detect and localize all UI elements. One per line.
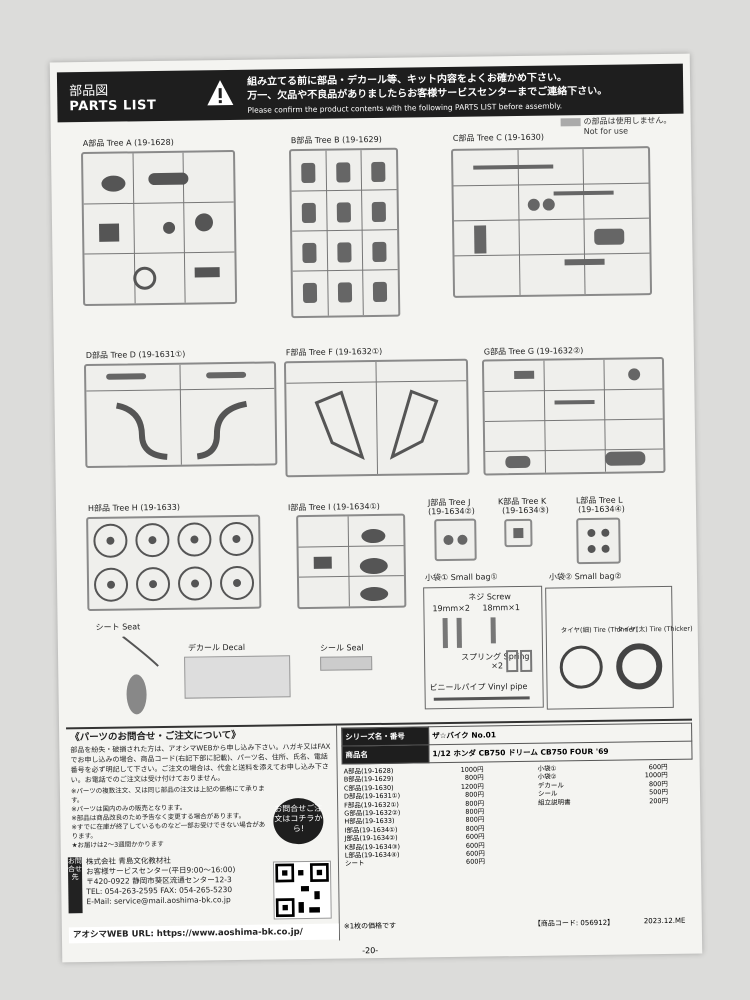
bag1-box: ネジ Screw 19mm×2 18mm×1 スプリング Spring ×2 ビ…: [423, 585, 544, 710]
price-item-value: 600円: [465, 841, 485, 850]
not-for-use-en: Not for use: [583, 126, 629, 137]
tree-g-diagram: [481, 356, 666, 476]
price-item-value: 800円: [648, 779, 668, 789]
price-item-name: シール: [537, 789, 558, 798]
company-block: 株式会社 青島文化教材社 お客様サービスセンター(平日9:00～16:00) 〒…: [86, 855, 236, 907]
price-item-value: 800円: [465, 790, 485, 800]
tree-f-diagram: [283, 358, 470, 478]
tree-d-label: D部品 Tree D (19-1631①): [85, 349, 186, 361]
seat-label: シート Seat: [95, 622, 141, 632]
price-item-value: 800円: [465, 815, 485, 825]
tree-d-diagram: [83, 361, 278, 469]
price-item-name: L部品(19-1634④): [344, 850, 400, 860]
price-item-name: デカール: [537, 781, 564, 790]
product-value: 1/12 ホンダ CB750 ドリーム CB750 FOUR '69: [428, 741, 693, 763]
price-item-value: 1200円: [460, 782, 484, 791]
bag2-box: タイヤ(細) Tire (Thinner) タイヤ(太) Tire (Thick…: [545, 585, 693, 710]
tires-drawing: [559, 643, 663, 690]
bag1-label: 小袋① Small bag①: [424, 572, 498, 583]
price-item-name: 組立説明書: [538, 797, 571, 807]
tree-h-diagram: [86, 514, 262, 612]
page-number: -20-: [362, 946, 379, 956]
tree-g-label: G部品 Tree G (19-1632②): [483, 346, 584, 357]
company-email: E-Mail: service@mail.aoshima-bk.co.jp: [86, 895, 231, 907]
vinyl-pipe-label: ビニールパイプ Vinyl pipe: [429, 681, 528, 693]
tree-i-diagram: [296, 513, 407, 610]
bottom-section: 《パーツのお問合せ・ご注文について》 部品を紛失・破損された方は、アオシマWEB…: [66, 718, 696, 945]
product-label: 商品名: [341, 744, 430, 764]
price-item-name: シート: [344, 859, 365, 868]
seat-drawing: [122, 635, 159, 715]
grey-swatch: [560, 117, 581, 126]
price-item-value: 600円: [465, 832, 485, 842]
header-title-jp: 部品図: [69, 83, 109, 100]
print-date: 2023.12.ME: [643, 916, 686, 926]
screws-drawing: [442, 617, 496, 649]
contact-tag: お問合せ先: [67, 857, 83, 914]
spring-qty: ×2: [491, 661, 504, 671]
price-note: ※1枚の価格です: [343, 921, 397, 931]
price-row: 組立説明書 200円: [538, 797, 668, 807]
tire-thick-label: タイヤ(太) Tire (Thicker): [616, 624, 693, 634]
tree-j-diagram: [434, 518, 477, 562]
decal-label: デカール Decal: [187, 642, 246, 653]
contact-panel: 《パーツのお問合せ・ご注文について》 部品を紛失・破損された方は、アオシマWEB…: [66, 725, 341, 945]
price-item-value: 600円: [465, 849, 485, 858]
price-item-value: 500円: [649, 788, 669, 797]
price-item-value: 600円: [465, 857, 486, 867]
tree-i-label: I部品 Tree I (19-1634①): [287, 501, 380, 513]
price-footer: ※1枚の価格です 【商品コード: 056912】 2023.12.ME: [344, 917, 695, 932]
tree-k-code: (19-1634③): [501, 505, 549, 516]
tree-b-label: B部品 Tree B (19-1629): [290, 134, 382, 146]
tree-k-diagram: [504, 518, 533, 548]
instruction-sheet: 部品図 PARTS LIST 組み立てる前に部品・デカール等、キット内容をよくお…: [49, 53, 703, 963]
screw-label: ネジ Screw: [468, 592, 511, 602]
not-for-use-legend: の部品は使用しません。 Not for use: [560, 115, 672, 138]
price-item-value: 200円: [649, 796, 669, 805]
screw-19mm: 19mm×2: [432, 603, 471, 614]
parts-list-header: 部品図 PARTS LIST 組み立てる前に部品・デカール等、キット内容をよくお…: [56, 63, 684, 123]
tree-h-label: H部品 Tree H (19-1633): [87, 502, 181, 514]
warning-icon: [207, 80, 234, 106]
not-for-use-jp: の部品は使用しません。: [583, 115, 672, 127]
price-item-value: 800円: [465, 807, 485, 816]
tree-c-label: C部品 Tree C (19-1630): [452, 132, 545, 143]
tree-f-label: F部品 Tree F (19-1632①): [285, 346, 383, 358]
decal-sheet: [184, 655, 291, 699]
tree-a-diagram: [81, 149, 238, 307]
tree-c-diagram: [450, 146, 653, 298]
tree-b-diagram: [288, 147, 401, 319]
price-item-name: 小袋②: [537, 772, 557, 782]
product-code: 【商品コード: 056912】: [533, 918, 615, 928]
price-item-value: 1000円: [644, 771, 668, 780]
tree-l-diagram: [576, 517, 621, 565]
price-item-value: 800円: [464, 773, 484, 783]
tree-j-code: (19-1634②): [427, 506, 475, 517]
delivery-note: ★お届けは2～3週間かかります: [71, 839, 164, 850]
web-url[interactable]: アオシマWEB URL: https://www.aoshima-bk.co.j…: [68, 923, 340, 944]
screw-18mm: 18mm×1: [482, 603, 521, 613]
bag2-label: 小袋② Small bag②: [548, 571, 622, 582]
seal-sheet: [320, 656, 373, 671]
tree-l-code: (19-1634④): [577, 504, 625, 515]
tree-a-label: A部品 Tree A (19-1628): [82, 137, 174, 149]
price-item-value: 800円: [465, 799, 485, 808]
price-item-value: 600円: [648, 762, 668, 772]
seal-label: シール Seal: [319, 643, 364, 653]
vinyl-pipe-drawing: [433, 696, 530, 701]
inquiry-bubble: お問合せご注文はコチラから!: [273, 797, 324, 845]
price-item-value: 1000円: [460, 765, 484, 774]
qr-code[interactable]: [272, 860, 332, 920]
contact-body: 部品を紛失・破損された方は、アオシマWEBから申し込み下さい。ハガキ又はFAXで…: [70, 742, 331, 785]
series-label: シリーズ名・番号: [341, 726, 429, 747]
price-item-value: 800円: [465, 824, 485, 833]
spring-drawing: [505, 649, 533, 673]
header-title-en: PARTS LIST: [69, 98, 157, 115]
